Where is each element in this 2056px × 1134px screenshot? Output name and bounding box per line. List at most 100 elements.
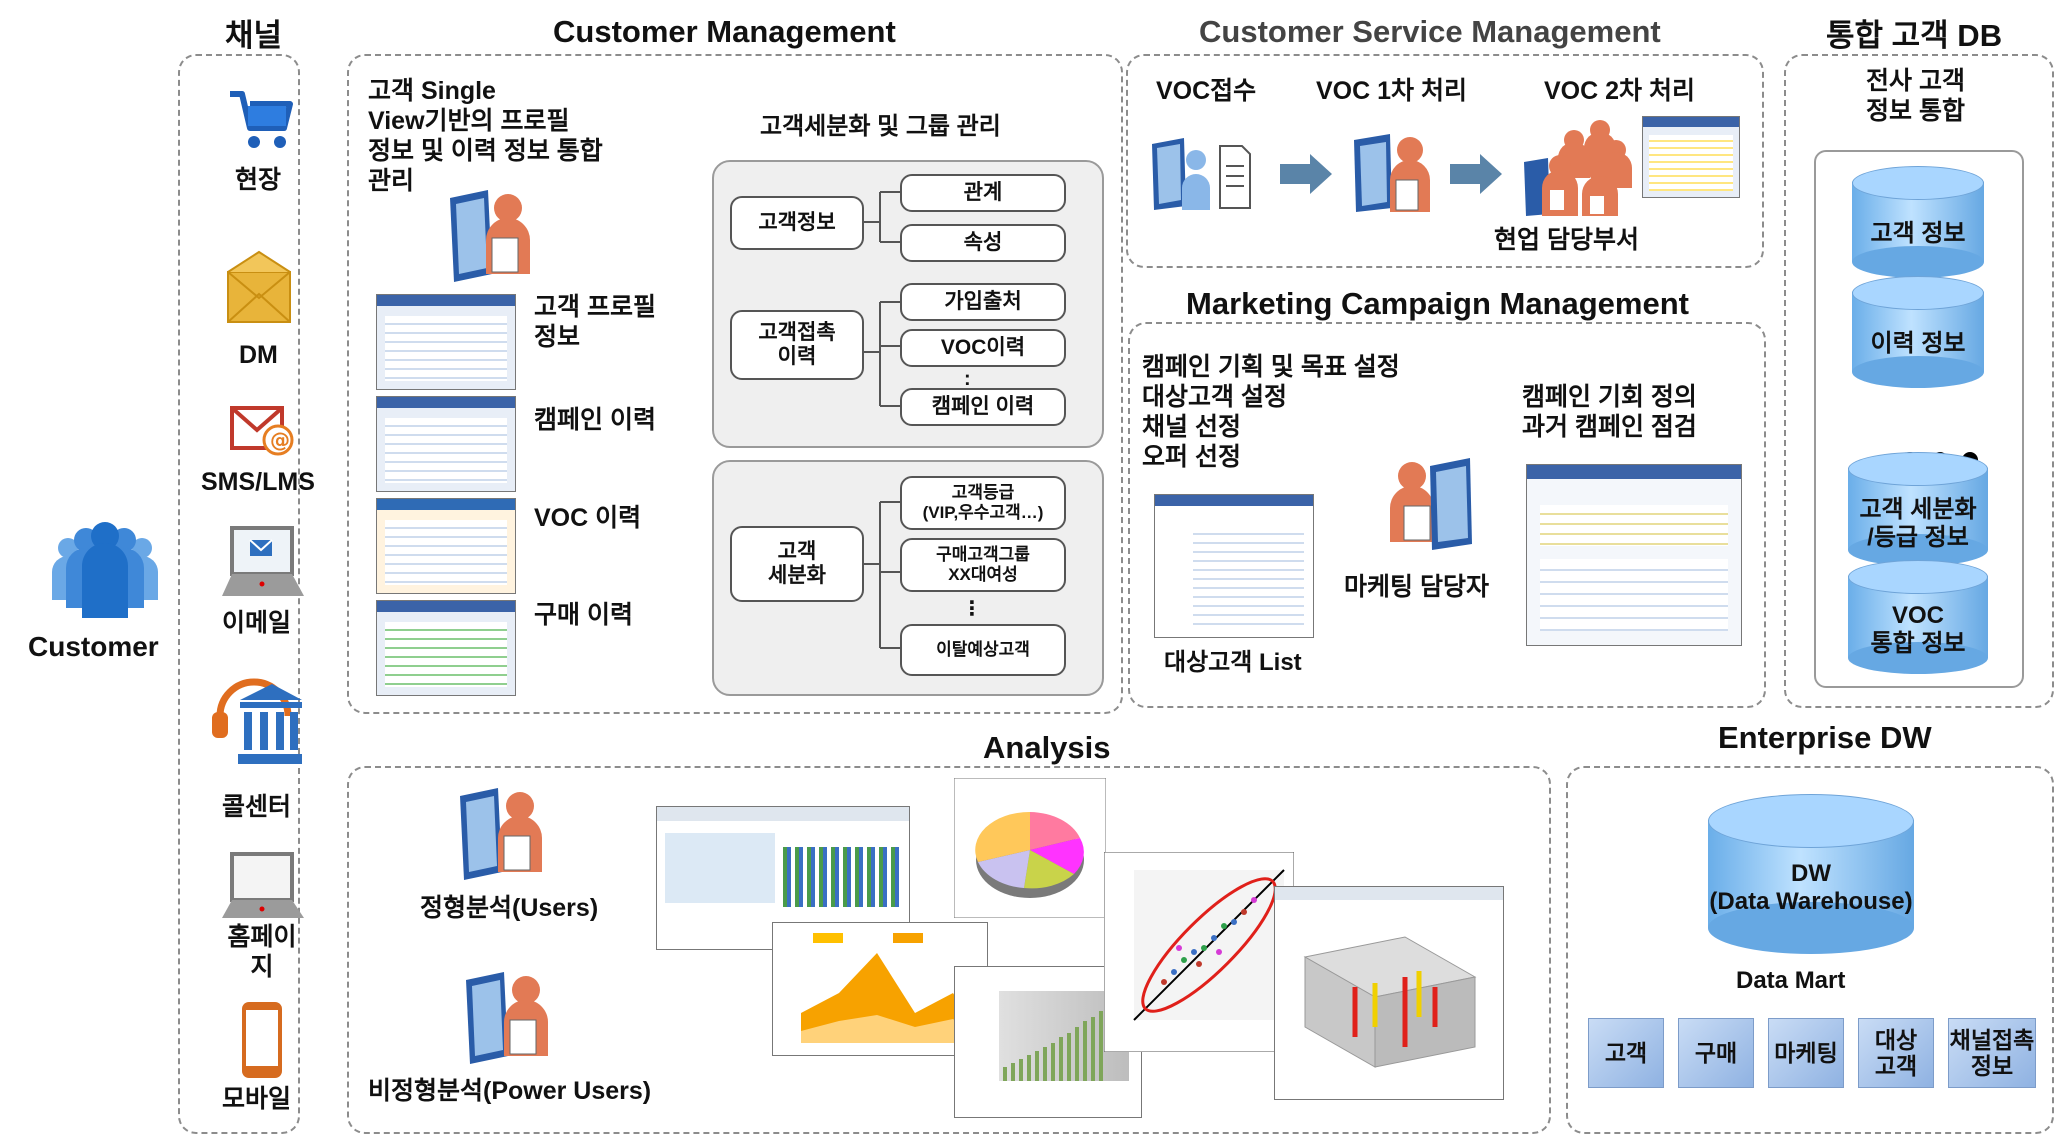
channel-item-sms: SMS/LMS (201, 468, 315, 496)
csm-box (1126, 54, 1764, 268)
3d-chart-screenshot (1274, 886, 1504, 1100)
sms-mail-icon: @ (230, 406, 294, 456)
shopping-cart-icon (230, 91, 293, 148)
mart-target-customer: 대상 고객 (1858, 1018, 1934, 1088)
voc-first-process-icon (1354, 134, 1430, 212)
cm-single-view-line-1: 고객 Single (368, 77, 496, 105)
analysis-box (347, 766, 1551, 1134)
voc-screenshot (1642, 116, 1740, 198)
mcm-task-3: 채널 선정 (1142, 413, 1241, 441)
cm-title: Customer Management (553, 14, 896, 49)
db-subtitle: 전사 고객 정보 통합 (1866, 67, 1965, 125)
call-center-icon (212, 678, 302, 764)
node-segmentation: 고객 세분화 (730, 526, 864, 602)
csm-title: Customer Service Management (1199, 14, 1661, 49)
profile-label-2: 캠페인 이력 (534, 406, 656, 434)
power-analyst-icon (466, 972, 548, 1064)
target-list-label: 대상고객 List (1164, 649, 1302, 676)
mcm-task-4: 오퍼 선정 (1142, 443, 1241, 471)
scatter-plot-screenshot (1104, 852, 1294, 1052)
analysis-title: Analysis (983, 730, 1111, 765)
node-campaign-history: 캠페인 이력 (900, 388, 1066, 426)
agent-with-screen-icon (450, 190, 530, 282)
tree-connectors-1 (864, 191, 900, 407)
arrow-right-icon-2 (1450, 154, 1502, 194)
csm-step-first: VOC 1차 처리 (1316, 77, 1467, 105)
analyst-icon (460, 788, 542, 880)
segmentation-title: 고객세분화 및 그룹 관리 (760, 113, 1001, 140)
profile-screenshot-1 (376, 294, 516, 390)
profile-label-4: 구매 이력 (534, 601, 633, 629)
analysis-users-label: 정형분석(Users) (420, 894, 599, 922)
dw-label: DW (Data Warehouse) (1709, 860, 1913, 915)
channel-item-homepage: 홈페이지 (227, 923, 297, 981)
node-contact-history: 고객접촉 이력 (730, 310, 864, 380)
mart-customer: 고객 (1588, 1018, 1664, 1088)
node-ellipsis-2: ⋮ (962, 598, 982, 620)
node-relation: 관계 (900, 174, 1066, 212)
channel-item-email: 이메일 (222, 609, 292, 637)
edw-box (1566, 766, 2054, 1134)
csm-step-second: VOC 2차 처리 (1544, 77, 1695, 105)
csm-department: 현업 담당부서 (1494, 226, 1639, 254)
cm-box (347, 54, 1123, 714)
dw-cylinder: DW (Data Warehouse) (1708, 794, 1914, 954)
mobile-phone-icon (242, 1002, 282, 1078)
marketing-manager-label: 마케팅 담당자 (1344, 573, 1489, 601)
profile-screenshot-3 (376, 498, 516, 594)
mart-purchase: 구매 (1678, 1018, 1754, 1088)
svg-text:@: @ (270, 428, 290, 452)
node-customer-info: 고객정보 (730, 196, 864, 250)
db-title: 통합 고객 DB (1826, 18, 2003, 53)
channel-item-dm: DM (239, 341, 278, 369)
target-list-screenshot (1154, 494, 1314, 638)
cylinder-history-info: 이력 정보 (1852, 276, 1984, 388)
node-ellipsis-1: : (964, 368, 971, 390)
node-grade: 고객등급 (VIP,우수고객…) (900, 476, 1066, 530)
cylinder-segment-info: 고객 세분화 /등급 정보 (1848, 452, 1988, 566)
db-box (1784, 54, 2054, 708)
channel-item-callcenter: 콜센터 (222, 793, 292, 821)
mcm-title: Marketing Campaign Management (1186, 286, 1689, 321)
profile-screenshot-4 (376, 600, 516, 696)
mcm-task-1: 캠페인 기획 및 목표 설정 (1142, 353, 1400, 381)
arrow-right-icon (1280, 154, 1332, 194)
cm-single-view-line-2: View기반의 프로필 (368, 107, 570, 135)
channel-item-field: 현장 (235, 166, 282, 194)
cylinder-customer-info: 고객 정보 (1852, 166, 1984, 278)
cylinder-segment-info-label: 고객 세분화 /등급 정보 (1859, 496, 1977, 551)
mcm-right-line-1: 캠페인 기회 정의 (1522, 383, 1697, 411)
marketing-manager-icon (1390, 458, 1472, 550)
cylinder-customer-info-label: 고객 정보 (1870, 220, 1966, 247)
data-mart-title: Data Mart (1736, 967, 1846, 994)
channel-item-mobile: 모바일 (222, 1085, 292, 1113)
node-voc-history: VOC이력 (900, 329, 1066, 367)
mcm-box (1128, 322, 1766, 708)
mcm-task-2: 대상고객 설정 (1142, 383, 1287, 411)
mart-channel-contact: 채널접촉 정보 (1948, 1018, 2036, 1088)
cylinder-voc-info: VOC 통합 정보 (1848, 560, 1988, 674)
cm-single-view-line-3: 정보 및 이력 정보 통합 (368, 137, 603, 165)
node-join-source: 가입출처 (900, 283, 1066, 321)
department-staff-icon (1524, 120, 1632, 216)
cylinder-voc-info-label: VOC 통합 정보 (1870, 602, 1966, 657)
node-attribute: 속성 (900, 224, 1066, 262)
analysis-power-label: 비정형분석(Power Users) (368, 1077, 652, 1105)
campaign-screenshot (1526, 464, 1742, 646)
profile-screenshot-2 (376, 396, 516, 492)
node-churn: 이탈예상고객 (900, 624, 1066, 676)
area-chart-screenshot (772, 922, 988, 1056)
cylinder-history-info-label: 이력 정보 (1870, 330, 1966, 357)
channel-title: 채널 (225, 18, 283, 53)
mcm-right-line-2: 과거 캠페인 점검 (1522, 413, 1697, 441)
voc-receive-icon (1152, 138, 1251, 210)
customer-group-icon (52, 522, 158, 618)
edw-title: Enterprise DW (1718, 720, 1932, 755)
pie-chart-screenshot (954, 778, 1106, 918)
laptop-homepage-icon (222, 852, 304, 918)
mart-marketing: 마케팅 (1768, 1018, 1844, 1088)
profile-label-1: 고객 프로필 정보 (534, 293, 656, 351)
cm-single-view-line-4: 관리 (368, 167, 415, 195)
tree-connectors-2 (864, 501, 900, 649)
laptop-email-icon (222, 526, 304, 596)
